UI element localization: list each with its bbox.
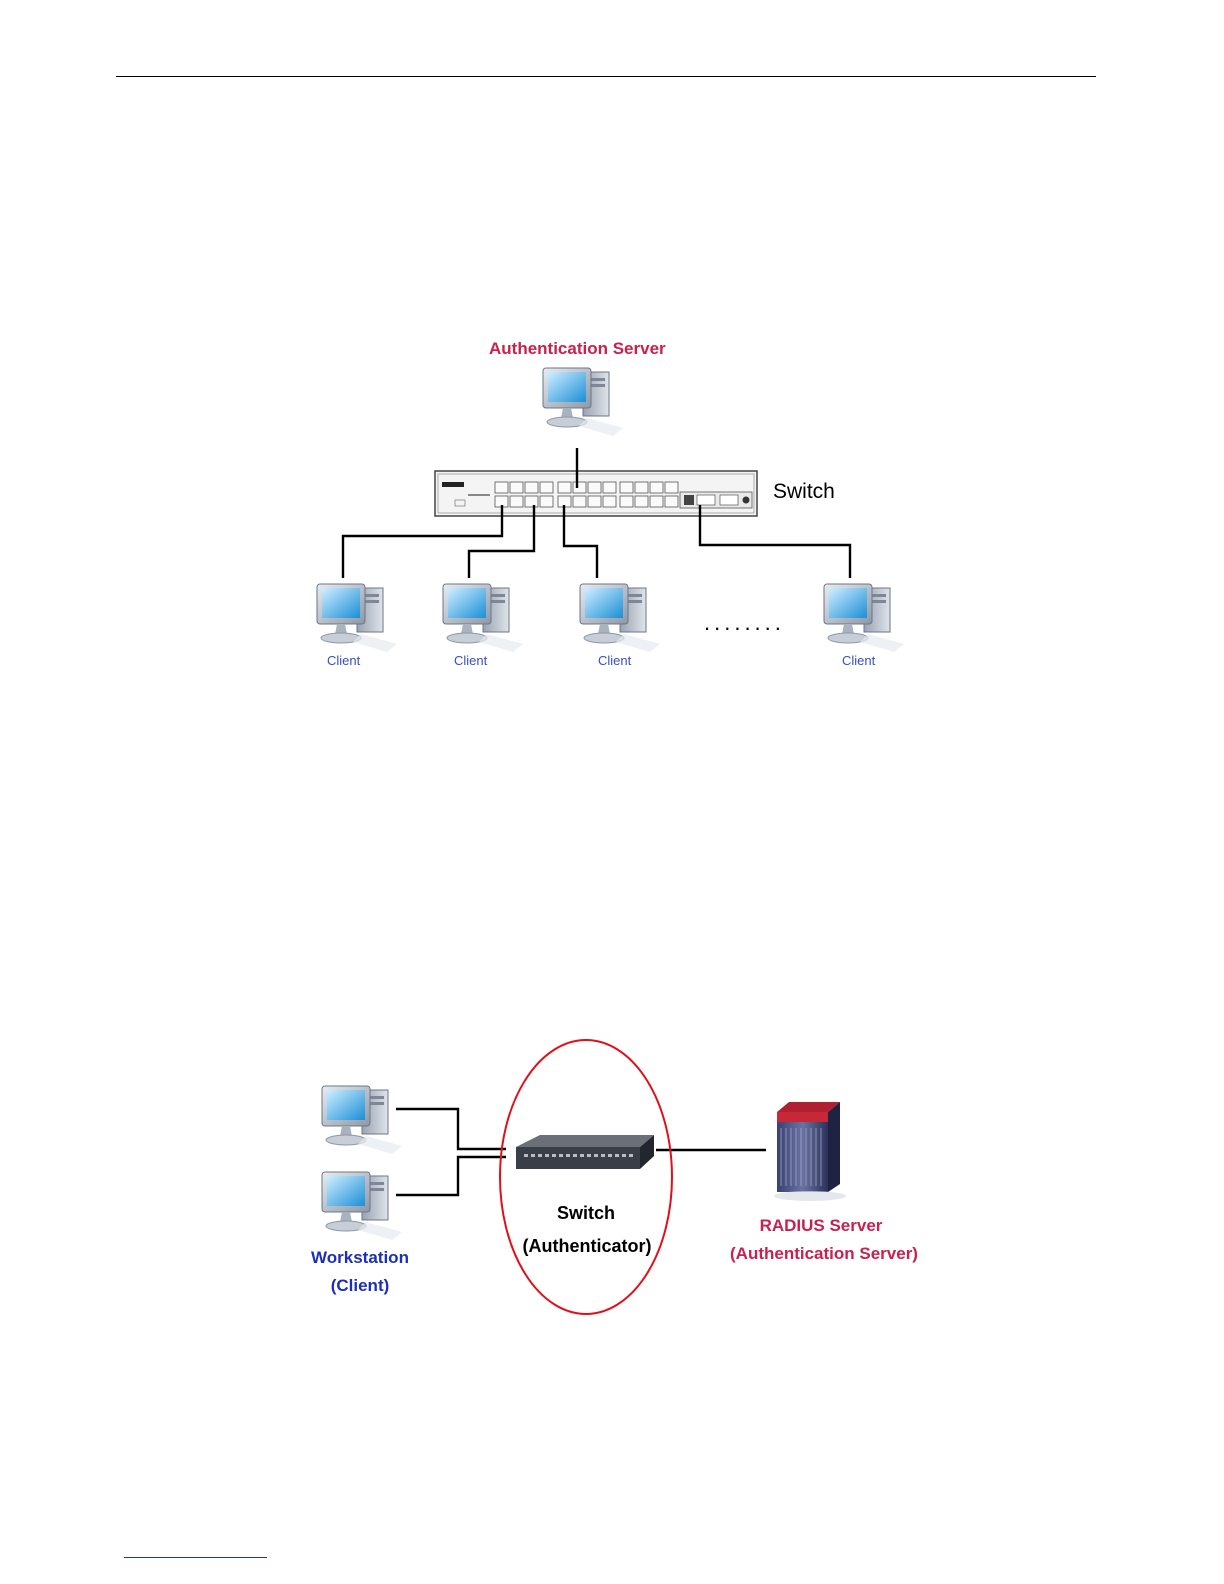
radius-server-icon: [774, 1102, 846, 1201]
authenticator-highlight-ellipse: [500, 1040, 672, 1314]
workstation-computer-icon: [322, 1172, 402, 1240]
authenticator-switch-icon: [516, 1135, 654, 1169]
radius-server-label: RADIUS Server: [730, 1216, 912, 1236]
radius-server-role-label: (Authentication Server): [730, 1244, 912, 1264]
workstation-role-label: (Client): [300, 1276, 420, 1296]
workstation-label: Workstation: [300, 1248, 420, 1268]
authenticator-role-label: (Authenticator): [516, 1236, 658, 1257]
authenticator-switch-label: Switch: [536, 1203, 636, 1224]
footer-rule: [124, 1557, 267, 1558]
workstation-computer-icon: [322, 1086, 402, 1154]
